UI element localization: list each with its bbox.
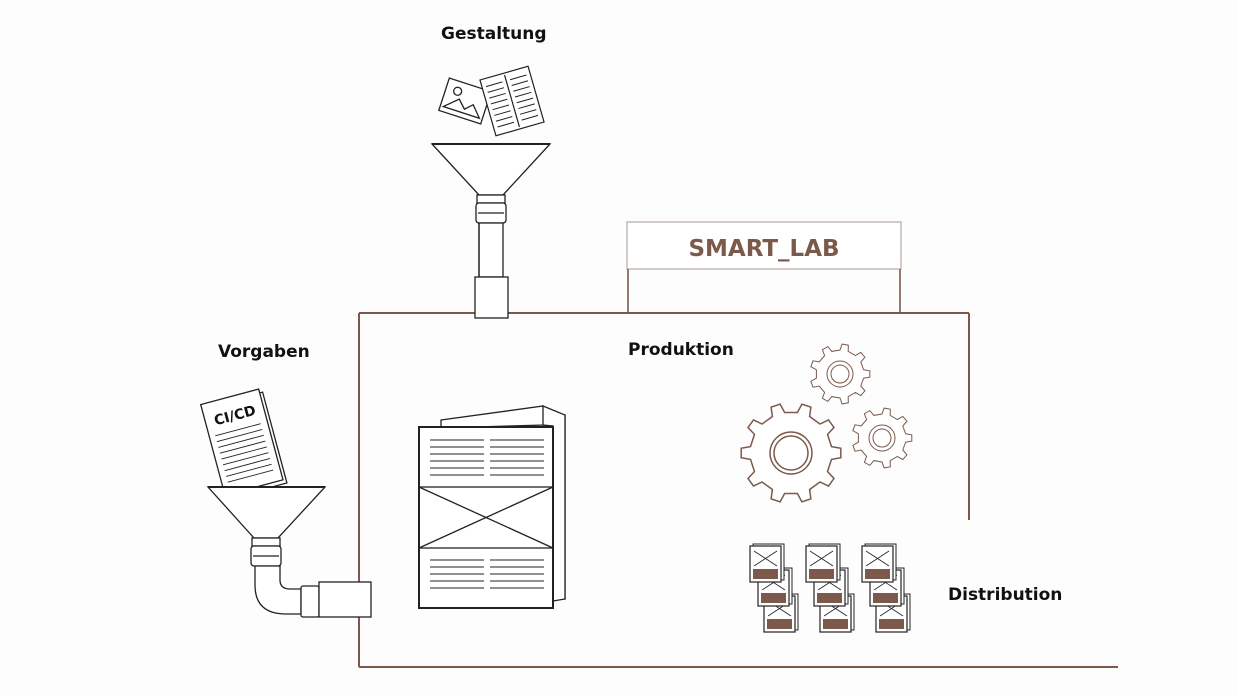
production-frame (358, 312, 1118, 668)
brochure-stack (861, 543, 911, 633)
brochure-stack (749, 543, 799, 633)
smart-lab-box: SMART_LAB (626, 221, 902, 313)
label-distribution: Distribution (948, 585, 1063, 605)
label-gestaltung: Gestaltung (441, 24, 547, 44)
small-gear-icon (852, 407, 913, 469)
image-icon (438, 77, 492, 125)
left-funnel-icon (206, 486, 327, 567)
large-gear-icon (740, 403, 842, 503)
document-icon: CI/CD (199, 388, 288, 500)
mini-brochure-icon (869, 567, 905, 607)
brochure-icon (418, 405, 566, 609)
newspaper-icon (479, 65, 545, 137)
gears-group (740, 343, 913, 503)
top-funnel-icon (430, 143, 552, 319)
smart-lab-title: SMART_LAB (688, 236, 839, 262)
mini-brochure-icon (749, 543, 785, 583)
brochure-stack (805, 543, 855, 633)
pipe-icon (254, 565, 372, 618)
mini-brochure-icon (805, 543, 841, 583)
label-produktion: Produktion (628, 340, 734, 360)
label-vorgaben: Vorgaben (218, 342, 310, 362)
stacked-brochures-icon (749, 543, 911, 633)
small-gear-icon (810, 343, 871, 405)
mini-brochure-icon (861, 543, 897, 583)
